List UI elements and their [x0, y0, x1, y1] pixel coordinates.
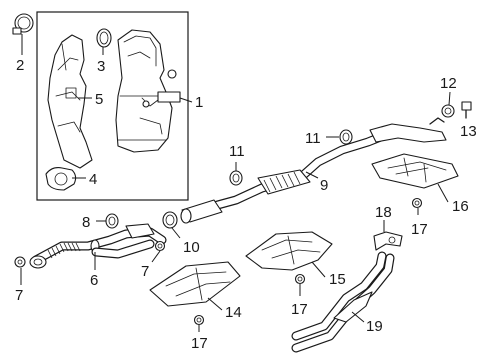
callout-14: 14 — [225, 304, 242, 321]
callout-1: 1 — [195, 94, 203, 111]
front-pipe-part — [29, 223, 167, 269]
callout-18: 18 — [375, 204, 392, 221]
heat-shield-part-14 — [149, 261, 241, 307]
flange-gasket-part — [45, 167, 77, 191]
leader-lines — [20, 34, 467, 332]
callout-5: 5 — [95, 91, 103, 108]
tailpipe-part-19 — [291, 251, 395, 353]
nut-part-7-left — [14, 256, 26, 268]
nut-part-17-right — [411, 197, 423, 209]
nut-part-17-center — [294, 273, 306, 285]
hanger-part-11-right — [339, 129, 353, 145]
callout-10: 10 — [183, 239, 200, 256]
callout-6: 6 — [90, 272, 98, 289]
heat-shield-part — [47, 34, 93, 169]
hanger-part-8 — [105, 213, 119, 229]
nut-part-17-lower — [193, 314, 205, 326]
callout-8: 8 — [82, 214, 90, 231]
bracket-part-18 — [373, 231, 403, 251]
hanger-part-11-left — [229, 170, 243, 186]
clamp-part — [12, 13, 34, 35]
heat-shield-part-15 — [245, 231, 333, 271]
insulator-part-12 — [441, 104, 455, 118]
callout-7-left: 7 — [15, 287, 23, 304]
callout-17-center: 17 — [291, 301, 308, 318]
callout-16: 16 — [452, 198, 469, 215]
callout-17-lower: 17 — [191, 335, 208, 352]
gasket-part-10 — [162, 211, 178, 229]
callout-9: 9 — [320, 177, 328, 194]
catalytic-converter-part — [115, 29, 181, 153]
callout-11-left: 11 — [229, 143, 245, 160]
callout-12: 12 — [440, 75, 457, 92]
gasket-ring-part — [96, 28, 112, 48]
callout-3: 3 — [97, 58, 105, 75]
heat-shield-part-16 — [371, 153, 459, 189]
callout-19: 19 — [366, 318, 383, 335]
callout-2: 2 — [16, 57, 24, 74]
converter-group-frame — [36, 11, 189, 201]
callout-15: 15 — [329, 271, 346, 288]
callout-7-center: 7 — [141, 263, 149, 280]
intermediate-pipe-part — [180, 117, 447, 224]
nut-part-7-center — [154, 240, 166, 252]
callout-13: 13 — [460, 123, 477, 140]
callout-17-right: 17 — [411, 221, 428, 238]
callout-4: 4 — [89, 171, 97, 188]
callout-11-right: 11 — [305, 130, 321, 147]
